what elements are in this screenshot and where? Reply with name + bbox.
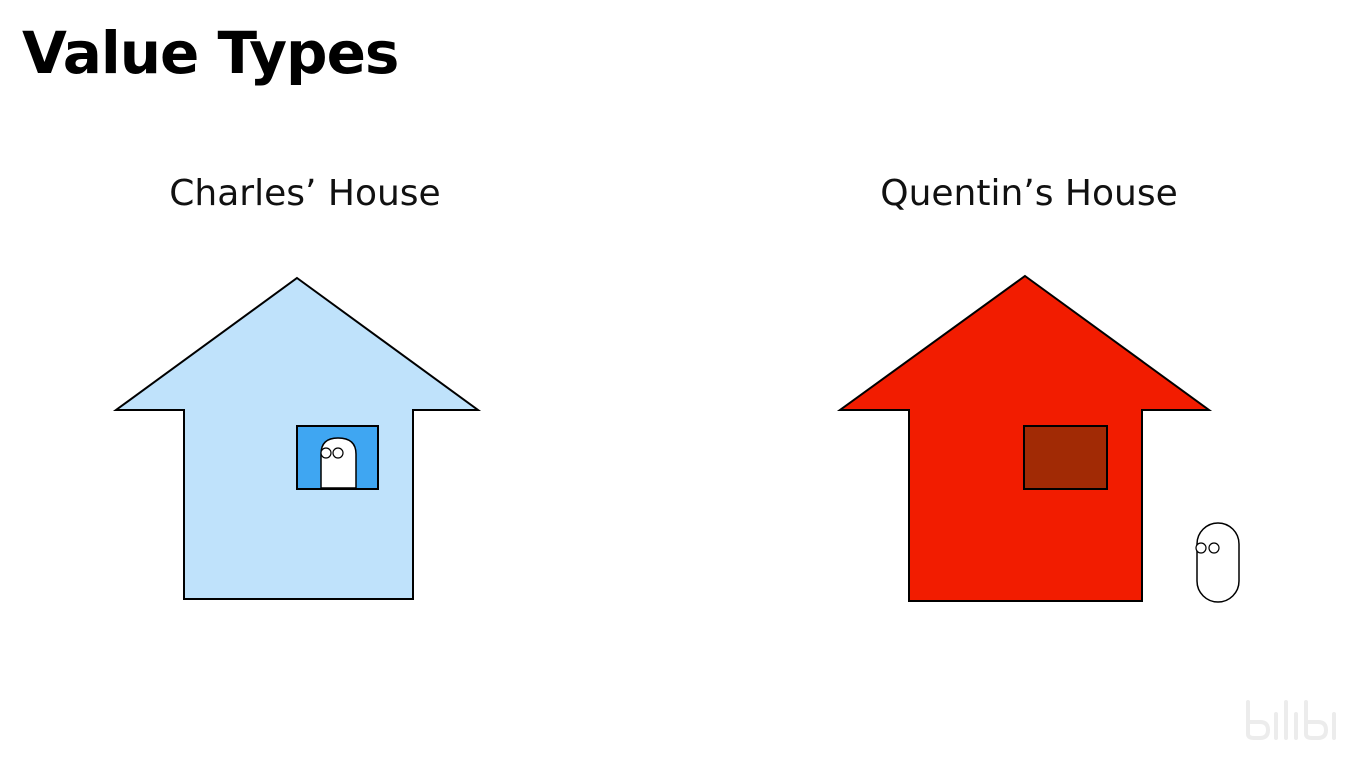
quentin-house-window — [1023, 425, 1108, 490]
charles-house-label: Charles’ House — [169, 173, 441, 214]
quentin-house — [836, 274, 1213, 602]
charles-person-icon — [320, 437, 357, 489]
charles-house — [112, 276, 482, 600]
quentin-house-label: Quentin’s House — [880, 173, 1178, 214]
bilibili-logo-icon — [1246, 700, 1336, 740]
quentin-person-icon — [1195, 522, 1240, 603]
page-title: Value Types — [22, 19, 399, 87]
